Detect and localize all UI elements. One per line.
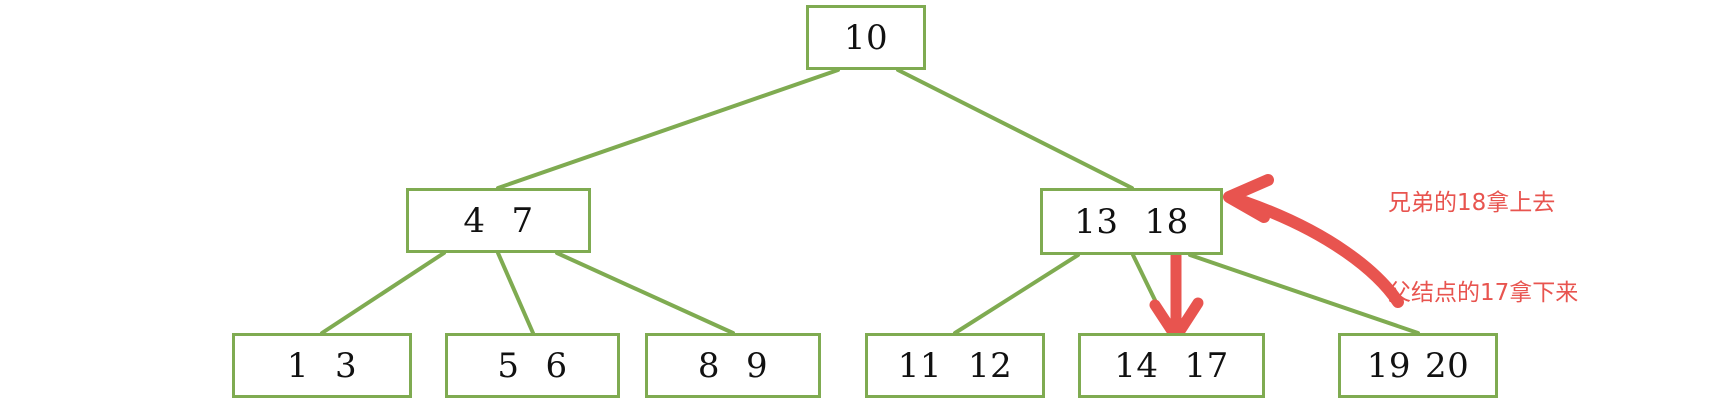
- edge-13-18-to-11-12: [953, 253, 1080, 335]
- btree-leaf-14-17[interactable]: 14 17: [1078, 333, 1265, 398]
- node-key: 5: [497, 345, 520, 386]
- node-keys: 11 12: [898, 349, 1013, 383]
- btree-leaf-1-3[interactable]: 1 3: [232, 333, 412, 398]
- node-keys: 1 3: [287, 349, 357, 383]
- node-key: 1: [286, 345, 309, 386]
- node-key: 6: [545, 345, 568, 386]
- btree-leaf-19-20[interactable]: 19 20: [1338, 333, 1498, 398]
- down-arrow-head: [1149, 297, 1204, 343]
- btree-leaf-11-12[interactable]: 11 12: [865, 333, 1045, 398]
- node-key: 14: [1114, 345, 1159, 386]
- edge-4-7-to-1-3: [320, 251, 446, 335]
- node-key: 7: [511, 200, 534, 241]
- node-keys: 19 20: [1367, 349, 1470, 383]
- edge-4-7-to-5-6: [496, 251, 535, 335]
- edge-13-18-to-19-20: [1188, 253, 1420, 335]
- edge-13-18-to-14-17: [1131, 253, 1173, 335]
- node-keys: 13 18: [1074, 205, 1189, 239]
- annotation-line-1: 兄弟的18拿上去: [1388, 190, 1556, 216]
- node-key: 9: [746, 345, 769, 386]
- annotation-line-2: 父结点的17拿下来: [1388, 280, 1579, 306]
- node-keys: 10: [844, 21, 888, 55]
- annotation-text: 兄弟的18拿上去 父结点的17拿下来: [1388, 128, 1578, 368]
- node-key: 11: [897, 345, 942, 386]
- node-key: 10: [843, 17, 889, 58]
- node-key: 3: [335, 345, 358, 386]
- curved-arrow-shaft: [1239, 196, 1404, 308]
- node-key: 20: [1425, 345, 1470, 386]
- edge-root-to-13-18: [896, 68, 1134, 190]
- btree-node-root[interactable]: 10: [806, 5, 926, 70]
- edge-root-to-4-7: [496, 68, 840, 190]
- node-key: 8: [697, 345, 720, 386]
- node-key: 12: [968, 345, 1013, 386]
- node-keys: 14 17: [1114, 349, 1229, 383]
- edge-4-7-to-8-9: [555, 251, 735, 335]
- node-keys: 4 7: [463, 204, 533, 238]
- btree-node-4-7[interactable]: 4 7: [406, 188, 591, 253]
- btree-node-13-18[interactable]: 13 18: [1040, 188, 1223, 255]
- node-key: 18: [1144, 201, 1189, 242]
- node-key: 17: [1184, 345, 1229, 386]
- btree-leaf-8-9[interactable]: 8 9: [645, 333, 821, 398]
- btree-leaf-5-6[interactable]: 5 6: [445, 333, 620, 398]
- node-key: 4: [463, 200, 486, 241]
- node-keys: 8 9: [698, 349, 768, 383]
- curved-arrow-head: [1223, 174, 1274, 223]
- node-key: 19: [1366, 345, 1411, 386]
- node-keys: 5 6: [497, 349, 567, 383]
- node-key: 13: [1074, 201, 1119, 242]
